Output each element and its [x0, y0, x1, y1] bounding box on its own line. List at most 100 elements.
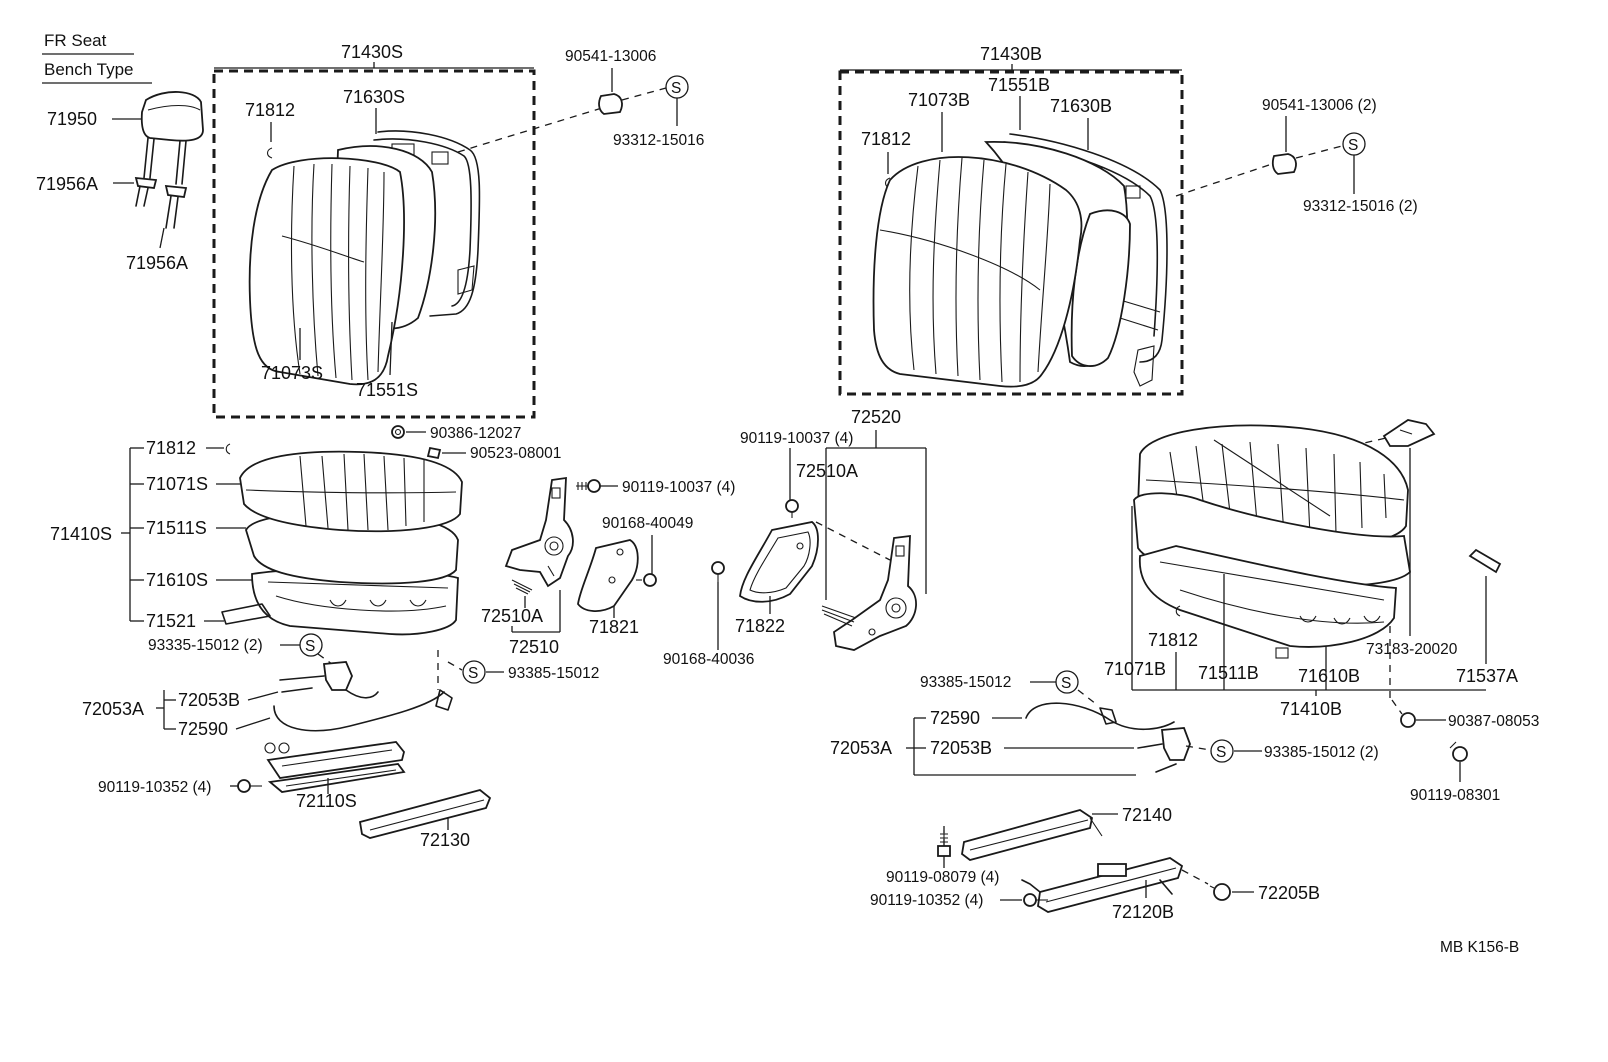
diagram-subtitle: Bench Type — [44, 60, 133, 79]
recliner-72510 — [504, 476, 574, 588]
label-90119-10352-left: 90119-10352 (4) — [98, 779, 211, 796]
label-93312-s: 93312-15016 — [613, 132, 704, 149]
label-93385-a: 93385-15012 — [508, 665, 599, 682]
label-71430s: 71430S — [341, 42, 403, 62]
label-71822: 71822 — [735, 616, 785, 636]
seat-track-72110s — [264, 741, 406, 793]
label-90541-s: 90541-13006 — [565, 48, 656, 65]
label-72510: 72510 — [509, 637, 559, 657]
seatback-assembly-box-right — [838, 70, 1184, 396]
bolt-90119-10037-b — [785, 499, 799, 518]
diagram-title: FR Seat — [44, 31, 107, 50]
release-lever-right — [1137, 727, 1191, 773]
label-71630b: 71630B — [1050, 96, 1112, 116]
label-72590-right: 72590 — [930, 708, 980, 728]
screw-90168-40036 — [711, 561, 725, 582]
label-73183: 73183-20020 — [1366, 641, 1458, 658]
headrest — [140, 91, 204, 185]
seatback-cover-left — [248, 157, 405, 386]
label-93312-b: 93312-15016 (2) — [1303, 198, 1418, 215]
svg-text:S: S — [671, 80, 681, 97]
label-90119-10037-a: 90119-10037 (4) — [622, 479, 735, 496]
dashed-line-seatback-hinge-right — [1175, 163, 1273, 197]
nut-90386 — [391, 425, 405, 439]
label-90119-10352-right: 90119-10352 (4) — [870, 892, 983, 909]
dashed-line-72205b — [1181, 869, 1209, 885]
hinge-cover-71537a — [1468, 548, 1502, 574]
label-72110s: 72110S — [296, 791, 357, 811]
dashed-line-93385-a — [447, 661, 463, 671]
cover-71822 — [739, 521, 819, 603]
label-93385-c: 93385-15012 (2) — [1264, 744, 1379, 761]
svg-text:S: S — [1061, 675, 1071, 692]
label-72510a-a: 72510A — [481, 606, 543, 626]
dashed-line-recliner-center — [815, 521, 891, 561]
cover-71821 — [577, 539, 639, 612]
s-symbol-93385-a: S — [462, 660, 486, 684]
s-symbol-hinge-right: S — [1342, 132, 1366, 156]
label-71630s: 71630S — [343, 87, 405, 107]
cable-72590-left — [273, 691, 445, 732]
cable-end-left — [435, 689, 453, 711]
label-72510a-b: 72510A — [796, 461, 858, 481]
clip-icon-right-cushion — [1175, 605, 1181, 617]
label-72053a-right: 72053A — [830, 738, 892, 758]
dashed-line-93385-c — [1185, 745, 1211, 751]
label-72053a-left: 72053A — [82, 699, 144, 719]
seatback-cover-right — [872, 156, 1083, 388]
label-90523: 90523-08001 — [470, 445, 561, 462]
label-72053b-left: 72053B — [178, 690, 240, 710]
leader-72590-left — [235, 717, 271, 730]
bolt-90119-08301 — [1449, 741, 1468, 762]
clip-icon — [266, 147, 273, 159]
label-72520: 72520 — [851, 407, 901, 427]
dashed-line-seatback-hinge-left — [457, 107, 603, 153]
label-71812-cush: 71812 — [146, 438, 196, 458]
label-71071s: 71071S — [146, 474, 208, 494]
release-lever-left — [279, 661, 379, 699]
label-71956a-bottom: 71956A — [126, 253, 188, 273]
label-71812-b: 71812 — [861, 129, 911, 149]
label-90119-08079: 90119-08079 (4) — [886, 869, 999, 886]
dashed-line-hinge-s-right — [1295, 145, 1343, 159]
label-71511b: 71511B — [1198, 663, 1259, 683]
label-90386: 90386-12027 — [430, 425, 521, 442]
label-93335: 93335-15012 (2) — [148, 637, 263, 654]
recliner-72520 — [833, 534, 917, 651]
label-71430b: 71430B — [980, 44, 1042, 64]
spring-72510a — [511, 579, 533, 595]
label-71410s: 71410S — [50, 524, 112, 544]
label-90387: 90387-08053 — [1448, 713, 1539, 730]
label-93385-b: 93385-15012 — [920, 674, 1011, 691]
bolt-90119-10037-a — [576, 479, 601, 493]
label-90119-10037-b: 90119-10037 (4) — [740, 430, 853, 447]
leader-71956a-bottom — [159, 227, 165, 249]
label-71950: 71950 — [47, 109, 97, 129]
dashed-line-90387 — [1391, 699, 1403, 715]
s-symbol-93385-c: S — [1210, 739, 1234, 763]
cable-72590-right — [1025, 702, 1175, 731]
clip-icon-cushion — [225, 443, 231, 455]
label-72590-left: 72590 — [178, 719, 228, 739]
svg-text:S: S — [305, 638, 315, 655]
label-71551b: 71551B — [988, 75, 1050, 95]
clip-90523 — [426, 446, 442, 460]
label-90168-40049: 90168-40049 — [602, 515, 693, 532]
label-72120b: 72120B — [1112, 902, 1174, 922]
headrest-support-left — [134, 176, 158, 207]
nut-90387 — [1400, 712, 1416, 728]
label-71511s: 71511S — [146, 518, 207, 538]
label-71551s: 71551S — [356, 380, 418, 400]
bolt-90119-10352-right — [1023, 893, 1048, 907]
spring-72520 — [821, 605, 857, 627]
dashed-line-cushion-hinge-right — [1263, 437, 1387, 467]
label-71812-c: 71812 — [1148, 630, 1198, 650]
label-71410b: 71410B — [1280, 699, 1342, 719]
label-90119-08301: 90119-08301 — [1410, 787, 1500, 804]
diagram-code: MB K156-B — [1440, 939, 1519, 956]
headrest-support-right — [164, 184, 188, 229]
label-71821: 71821 — [589, 617, 639, 637]
label-90168-40036: 90168-40036 — [663, 651, 754, 668]
hinge-bracket-73183 — [1382, 419, 1436, 447]
